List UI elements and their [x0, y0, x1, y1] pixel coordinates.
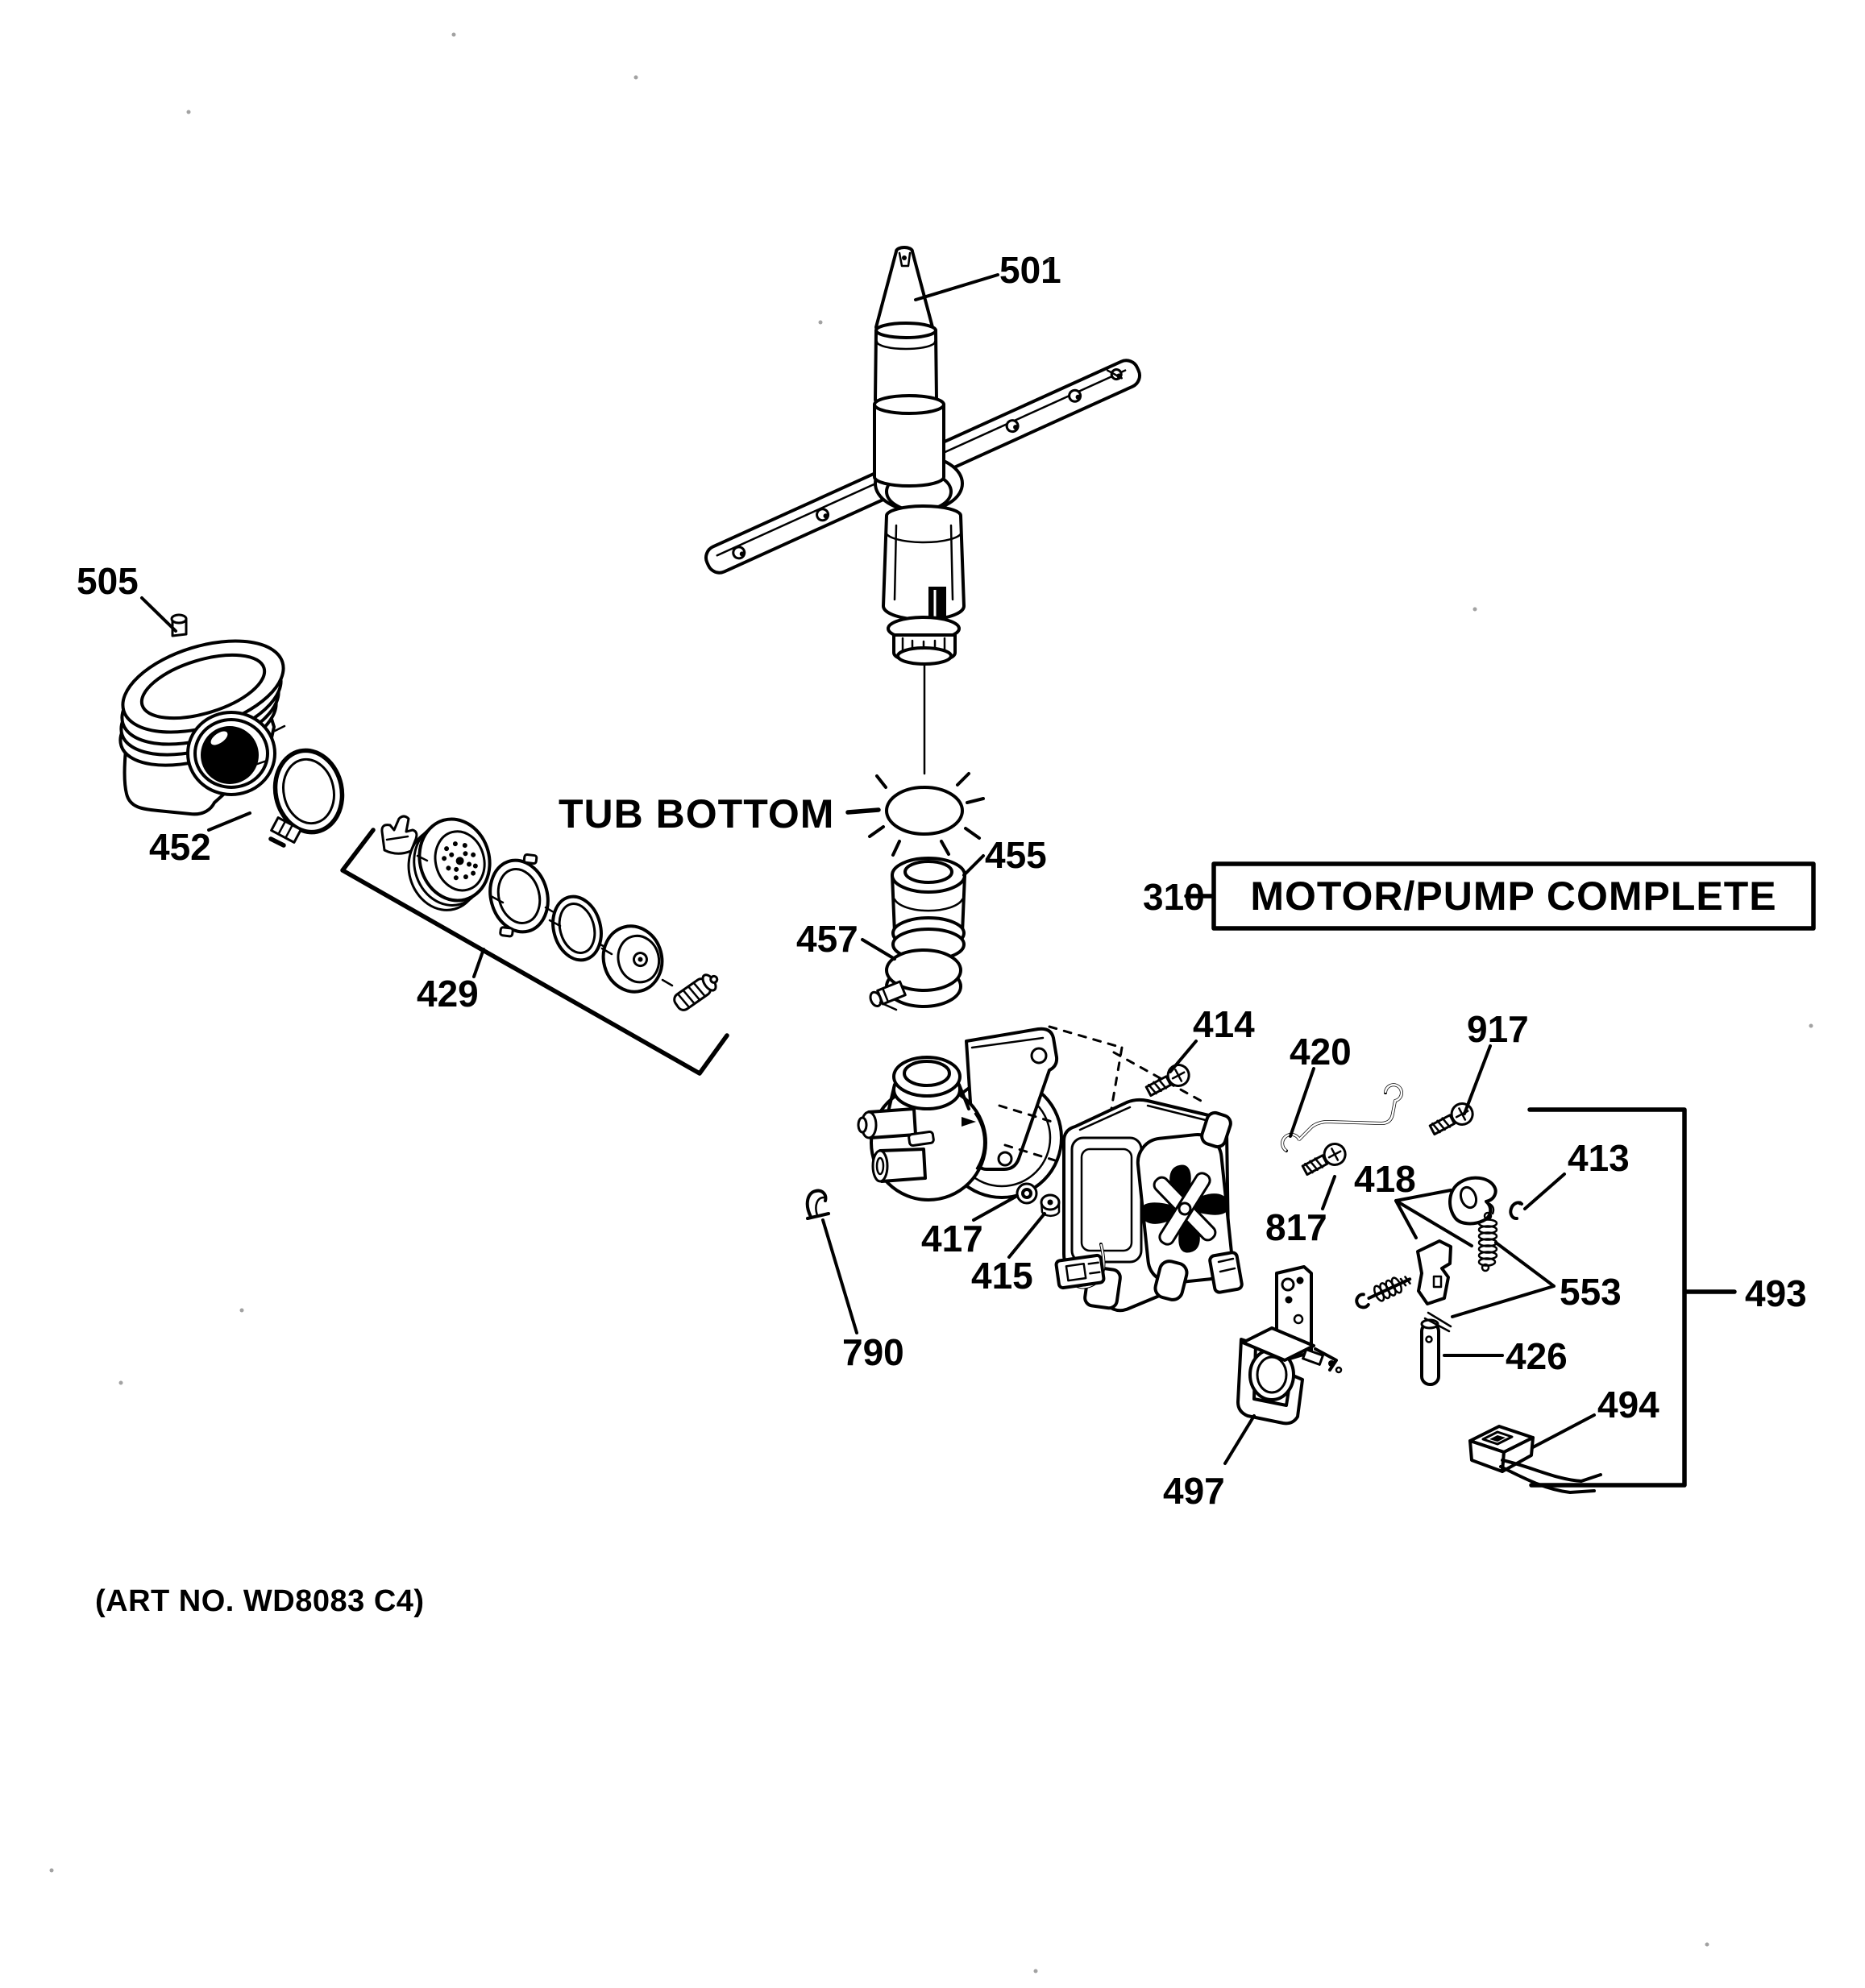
impeller-seal-kit [340, 815, 729, 1076]
assembly-reference-box [1184, 861, 1816, 931]
drain-solenoid [1236, 1265, 1343, 1426]
callout-429: 429 [417, 973, 479, 1015]
motor-lead-connector [1054, 1253, 1106, 1290]
harness-connector [1468, 1425, 1602, 1494]
callout-414: 414 [1193, 1003, 1255, 1045]
callout-790: 790 [842, 1331, 904, 1373]
callout-505: 505 [77, 560, 139, 602]
screw-414 [1144, 1063, 1190, 1098]
callout-455: 455 [985, 834, 1047, 876]
callout-553: 553 [1560, 1271, 1622, 1313]
callout-917: 917 [1467, 1008, 1529, 1050]
screw-917 [1428, 1102, 1474, 1136]
hose-clamp-lower [869, 948, 962, 1011]
assembly-box-label: MOTOR/PUMP COMPLETE [1250, 874, 1776, 919]
callout-420: 420 [1290, 1031, 1352, 1073]
art-number: (ART NO. WD8083 C4) [95, 1584, 425, 1618]
motor-latch-group [1355, 1176, 1523, 1386]
drain-housing [118, 613, 286, 816]
latch-screw-spring [1355, 1276, 1412, 1309]
tub-bottom-opening [845, 772, 985, 857]
callout-493: 493 [1745, 1272, 1807, 1314]
callout-817: 817 [1265, 1206, 1327, 1248]
tub-bottom-dash [845, 807, 881, 815]
leader-lines [140, 273, 1596, 1465]
spray-arm-support [704, 246, 1141, 666]
callout-310: 310 [1143, 876, 1205, 918]
nut-415 [1040, 1193, 1061, 1218]
callout-457: 457 [796, 918, 858, 960]
orientation-arrow-icon [962, 1117, 976, 1127]
callout-501: 501 [999, 249, 1061, 291]
latch-pin [1420, 1311, 1452, 1386]
clip-790 [805, 1189, 830, 1220]
callout-413: 413 [1568, 1137, 1630, 1179]
pump-volute [857, 1027, 1063, 1202]
callout-452: 452 [149, 826, 211, 868]
callout-418: 418 [1354, 1158, 1416, 1200]
coupling-sleeve [891, 857, 966, 961]
pump-motor [998, 1025, 1244, 1313]
callout-497: 497 [1163, 1470, 1225, 1512]
scan-noise-dots [49, 32, 1813, 1973]
group-bracket-493 [1527, 1107, 1737, 1488]
callout-417: 417 [921, 1218, 983, 1260]
callout-426: 426 [1506, 1335, 1568, 1377]
wire-link-420 [1281, 1083, 1403, 1152]
screw-817 [1301, 1142, 1347, 1177]
callout-415: 415 [971, 1255, 1033, 1297]
group-bracket-429 [340, 828, 729, 1076]
hose-clamp-housing [268, 748, 345, 848]
callout-494: 494 [1597, 1384, 1659, 1426]
tub-bottom-label: TUB BOTTOM [559, 791, 834, 836]
latch-spring [1477, 1211, 1498, 1272]
washer-417 [1016, 1182, 1038, 1205]
